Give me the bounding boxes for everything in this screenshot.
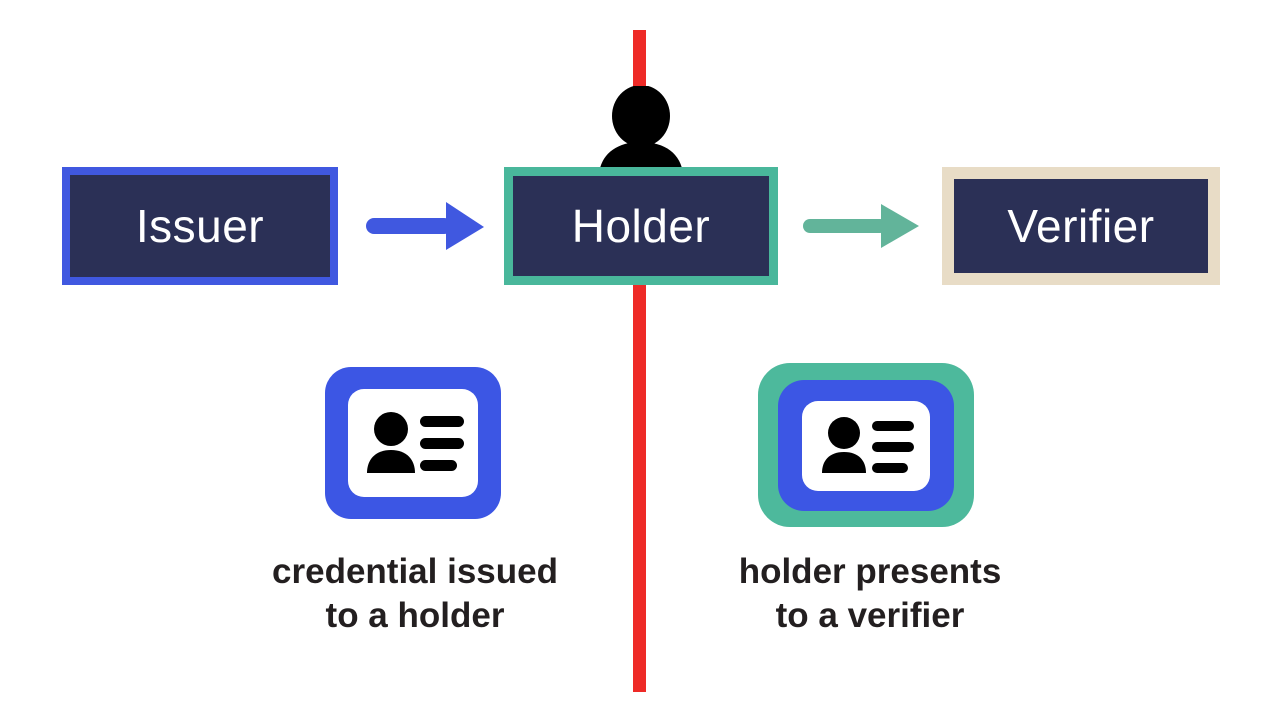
caption-presented-line-2: to a verifier	[655, 594, 1085, 638]
caption-holder-presents: holder presents to a verifier	[655, 550, 1085, 638]
caption-presented-line2-plain: to a	[775, 595, 848, 635]
holder-person-icon	[595, 85, 687, 174]
verifier-box: Verifier	[942, 167, 1220, 285]
verifier-label: Verifier	[1007, 200, 1155, 252]
caption-presented-line1-emphasis: presents	[855, 552, 1002, 591]
caption-credential-issued: credential issued to a holder	[200, 550, 630, 638]
caption-issued-line1-plain: credential	[272, 552, 448, 591]
caption-issued-line-1: credential issued	[200, 550, 630, 594]
presented-credential-card-icon	[758, 363, 974, 527]
caption-presented-line-1: holder presents	[655, 550, 1085, 594]
holder-label: Holder	[571, 200, 711, 252]
issuer-box: Issuer	[62, 167, 338, 285]
caption-issued-line-2: to a holder	[200, 594, 630, 638]
holder-box: Holder	[504, 167, 778, 285]
caption-issued-line2-plain: to a holder	[325, 595, 505, 635]
issuer-label: Issuer	[135, 200, 265, 252]
caption-presented-line2-emphasis: verifier	[847, 595, 965, 635]
issue-arrow	[366, 196, 490, 256]
caption-presented-line1-plain: holder	[738, 552, 856, 591]
caption-issued-line1-emphasis: issued	[447, 552, 558, 591]
credential-card-icon	[325, 367, 501, 519]
present-arrow	[803, 198, 927, 254]
